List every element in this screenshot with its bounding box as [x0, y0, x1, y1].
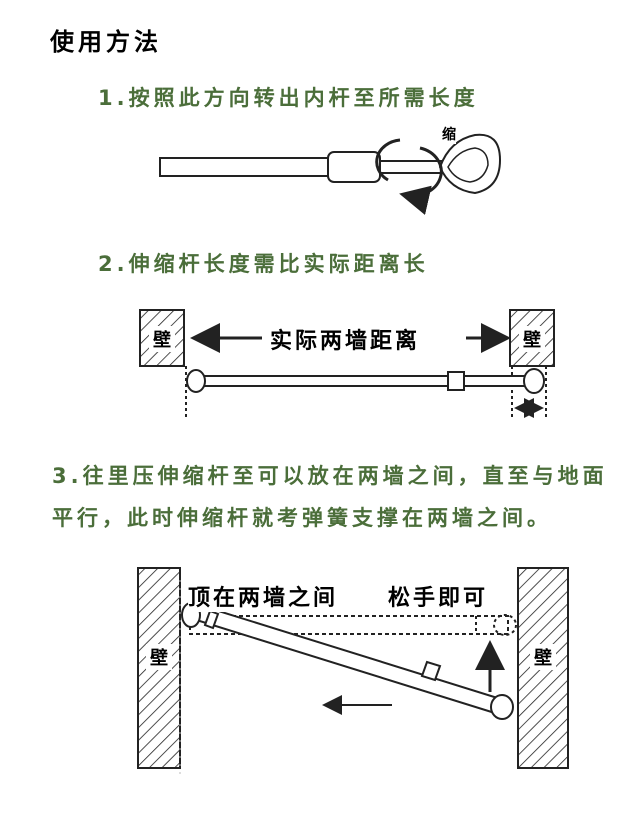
rod-final-cap: [493, 614, 517, 636]
rod-cap-right-2: [523, 368, 545, 394]
distance-label: 实际两墙距离: [270, 323, 421, 355]
rod-end-cap-inner: [447, 147, 489, 183]
step-1-rod-diagram: [159, 133, 502, 215]
shrink-label: 缩: [442, 124, 456, 144]
telescopic-rod-2: [195, 375, 537, 387]
step-2-text: 2.伸缩杆长度需比实际距离长: [98, 252, 429, 276]
rotation-arrow-back: [375, 138, 401, 182]
step-2-diagram: [139, 309, 555, 418]
wall-label-right-3: 壁: [530, 644, 556, 670]
rotation-arrow-icon: [399, 146, 443, 215]
tilted-rod-collar: [203, 609, 220, 630]
rod-cap-left-2: [186, 369, 206, 393]
top-between-label: 顶在两墙之间: [188, 580, 339, 612]
wall-label-left-3: 壁: [146, 644, 172, 670]
wall-label-right-2: 壁: [519, 326, 545, 352]
release-label: 松手即可: [388, 580, 489, 612]
rod-end-cap: [438, 133, 502, 195]
step-3-text: 3.往里压伸缩杆至可以放在两墙之间，直至与地面平行，此时伸缩杆就考弹簧支撑在两墙…: [52, 464, 608, 530]
tilted-rod-cap-right: [490, 694, 514, 720]
outer-rod: [159, 157, 336, 177]
rod-joint-2: [447, 371, 465, 391]
tilted-rod-joint: [420, 660, 442, 682]
rod-joint: [327, 151, 381, 183]
tilted-rod: [188, 602, 506, 716]
wall-label-left-2: 壁: [149, 326, 175, 352]
step-1-text: 1.按照此方向转出内杆至所需长度: [98, 86, 479, 110]
page-title: 使用方法: [50, 28, 162, 56]
